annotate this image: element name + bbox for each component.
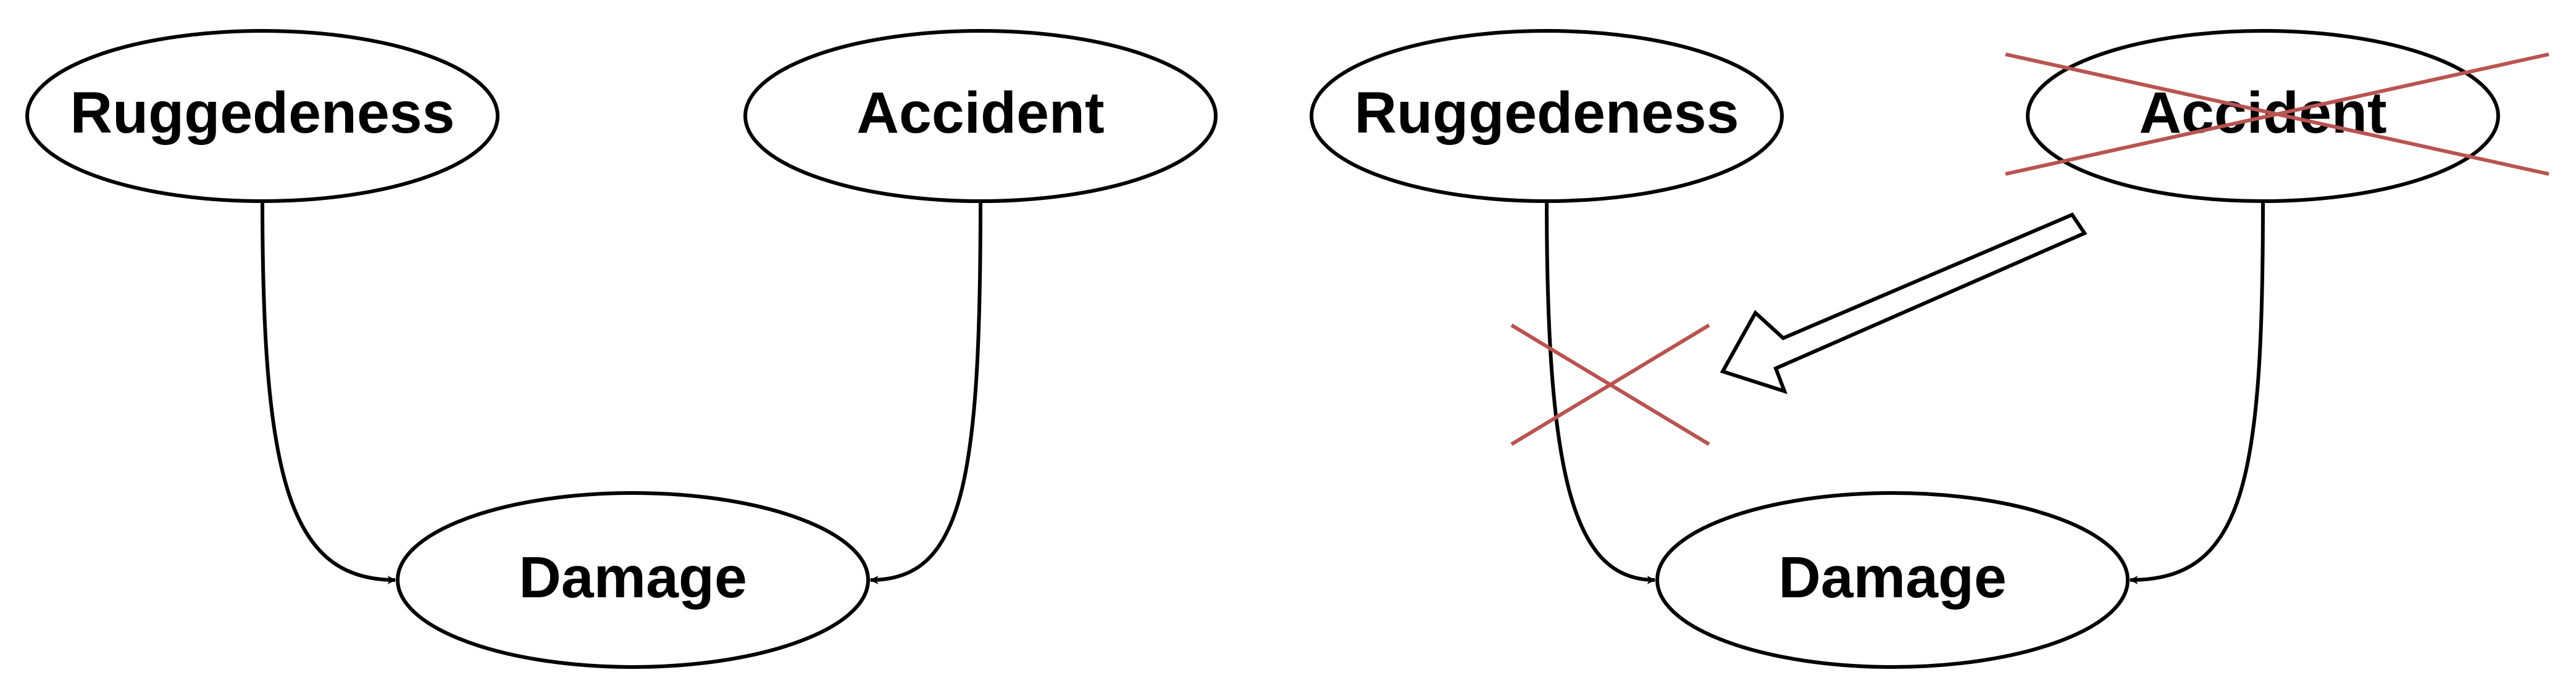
right-edge-ruggedeness-damage [1545,200,1656,584]
left-graph: Ruggedeness Accident Damage [25,29,1218,669]
left-edge-ruggedeness-damage [261,200,396,584]
left-node-damage-label: Damage [519,545,747,610]
right-edge-accident-damage [2129,200,2265,584]
right-node-ruggedeness-label: Ruggedeness [1355,80,1739,146]
left-node-accident[interactable]: Accident [743,29,1218,203]
left-node-ruggedeness[interactable]: Ruggedeness [25,29,500,203]
hollow-block-arrow-icon [1720,212,2088,394]
right-node-damage-label: Damage [1778,545,2007,610]
right-graph: Ruggedeness Accident Damage [1310,29,2549,669]
right-node-ruggedeness[interactable]: Ruggedeness [1310,29,1784,203]
right-node-damage[interactable]: Damage [1655,491,2130,669]
left-node-damage[interactable]: Damage [396,491,870,669]
edge-cross-out-icon [1510,323,1710,446]
left-node-accident-label: Accident [856,80,1104,146]
accident-node-cross-out-icon [2005,52,2549,176]
left-edge-accident-damage [869,200,982,584]
left-node-ruggedeness-label: Ruggedeness [70,80,455,146]
